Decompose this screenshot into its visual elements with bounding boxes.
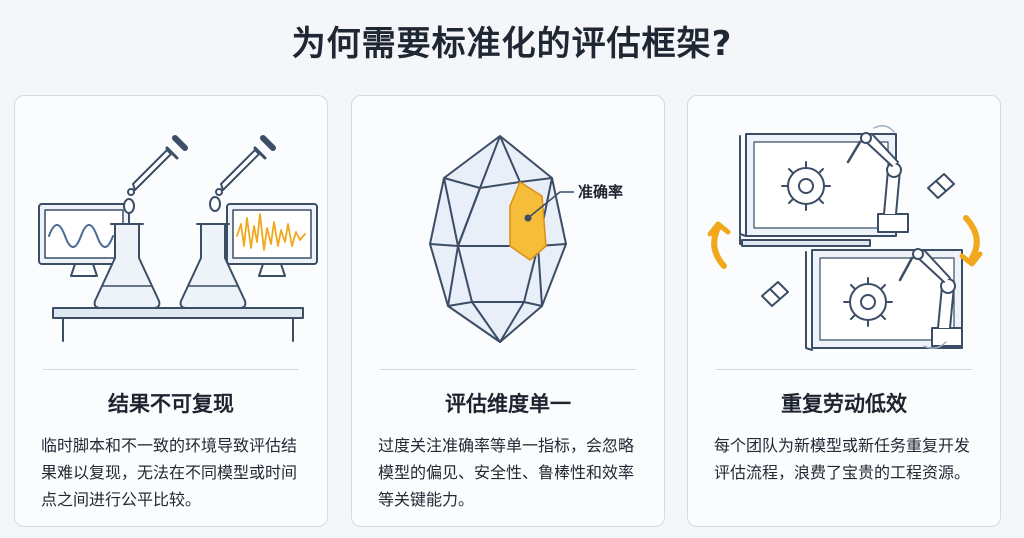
robot-arm-top-icon	[846, 132, 909, 233]
card-divider	[380, 369, 636, 370]
card-divider	[716, 369, 972, 370]
card-title: 结果不可复现	[108, 392, 234, 416]
gem-icon	[429, 135, 567, 343]
lab-illustration	[38, 135, 318, 342]
monitor-right-icon	[226, 203, 318, 277]
eraser-bottom-icon	[761, 281, 789, 307]
page-title: 为何需要标准化的评估框架?	[291, 24, 733, 64]
lab-table-icon	[52, 307, 304, 342]
eraser-top-icon	[927, 173, 955, 199]
card-single-dimension: 准确率 评估维度单一 过度关注准确率等单一指标，会忽略模型的偏见、安全性、鲁棒性…	[351, 95, 665, 527]
blueprint-top-icon	[739, 133, 897, 247]
gear-top-icon	[781, 161, 831, 211]
card-title: 评估维度单一	[445, 392, 571, 416]
cycle-arrow-left-icon	[707, 221, 731, 269]
card-description: 每个团队为新模型或新任务重复开发评估流程，浪费了宝贵的工程资源。	[714, 436, 971, 482]
card-description: 临时脚本和不一致的环境导致评估结果难以复现，无法在不同模型或时间点之间进行公平比…	[41, 436, 298, 509]
flask-right-icon	[179, 196, 247, 309]
callout-label: 准确率	[578, 183, 623, 201]
gem-illustration: 准确率	[429, 135, 623, 343]
dropper-right-icon	[215, 135, 276, 196]
card-description: 过度关注准确率等单一指标，会忽略模型的偏见、安全性、鲁棒性和效率等关键能力。	[378, 436, 635, 509]
card-repeated-work: 重复劳动低效 每个团队为新模型或新任务重复开发评估流程，浪费了宝贵的工程资源。	[687, 95, 1001, 527]
monitor-left-icon	[38, 203, 130, 277]
flask-left-icon	[93, 198, 161, 309]
card-divider	[43, 369, 299, 370]
gear-bottom-icon	[843, 277, 893, 327]
card-title: 重复劳动低效	[781, 392, 907, 416]
refresh-hint-icon	[873, 125, 947, 349]
callout-leader-icon	[524, 191, 574, 222]
robot-illustration	[707, 125, 983, 351]
dropper-left-icon	[127, 135, 188, 196]
card-not-reproducible: 结果不可复现 临时脚本和不一致的环境导致评估结果难以复现，无法在不同模型或时间点…	[14, 95, 328, 527]
cycle-arrow-right-icon	[959, 215, 983, 267]
robot-arm-bottom-icon	[898, 248, 963, 347]
